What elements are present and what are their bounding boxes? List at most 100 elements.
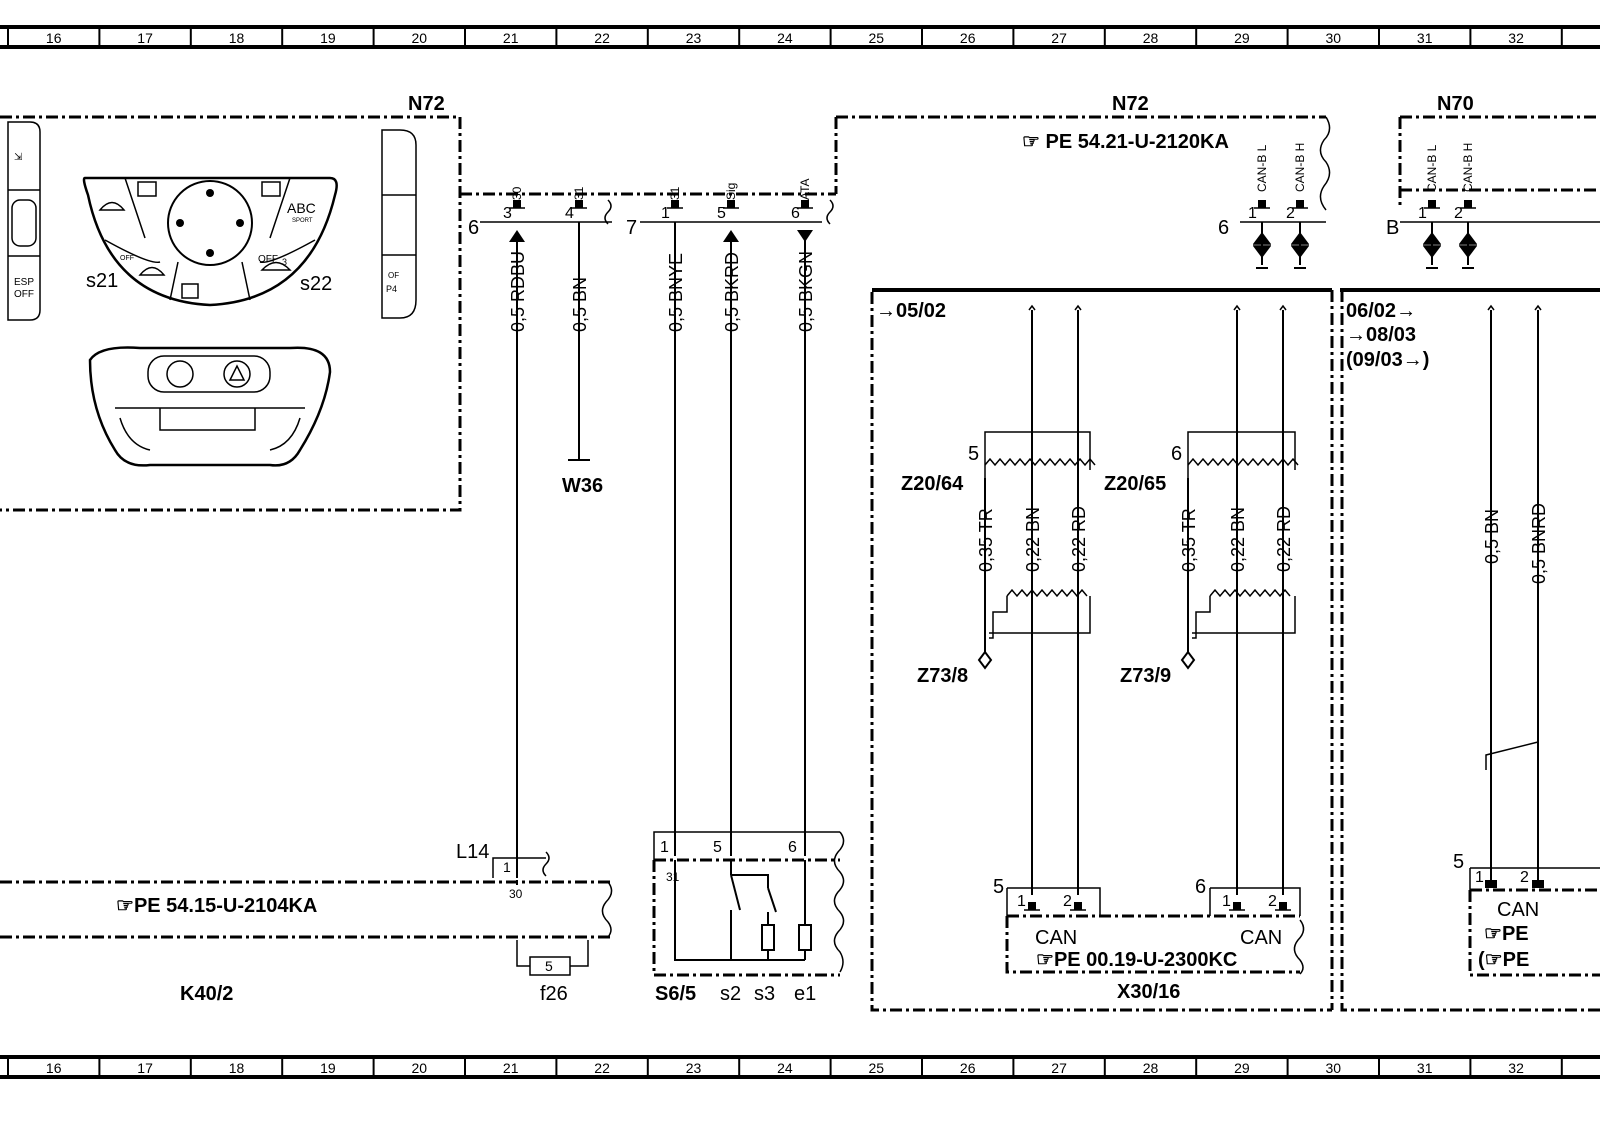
n70-bottom-pin1: 1 (1475, 869, 1484, 886)
s22-label: s22 (300, 273, 332, 295)
s6-pin5: 5 (713, 839, 722, 856)
bottom-ruler-number: 25 (869, 1060, 885, 1076)
n72-pin-signal: 31 (572, 186, 586, 200)
f26-label: f26 (540, 983, 568, 1005)
twisted-wire-label: 0,35 TR (1179, 508, 1199, 572)
twisted-wire-label: 0,22 BN (1228, 507, 1248, 572)
top-ruler-number: 30 (1326, 30, 1342, 46)
n72-pin: 330 (503, 186, 525, 242)
twisted-wire-label: 0,35 TR (976, 508, 996, 572)
n70-bottom-pin2: 2 (1520, 869, 1529, 886)
left-button-strip: ESP OFF ⇲ (7, 121, 41, 321)
car-icon (138, 266, 166, 276)
n70-can-pin-signal: CAN-B H (1461, 143, 1475, 192)
bottom-ruler-number: 28 (1143, 1060, 1159, 1076)
hazard-warning-button (223, 360, 251, 388)
sport-label: SPORT (292, 218, 313, 224)
k40-sig30: 30 (509, 887, 523, 901)
x30-pin: 1 (1017, 893, 1040, 911)
bottom-ruler-number: 21 (503, 1060, 519, 1076)
x30-can-right: CAN (1240, 927, 1282, 949)
x30-16-label: X30/16 (1117, 981, 1180, 1003)
bottom-ruler-number: 22 (594, 1060, 610, 1076)
pe-reference-2120: ☞ PE 54.21-U-2120KA (1022, 131, 1229, 153)
variant-label-09-03: (09/03→) (1346, 349, 1429, 371)
twisted-wire-label: 0,22 RD (1069, 506, 1089, 572)
pe-reference-2300: ☞PE 00.19-U-2300KC (1036, 949, 1237, 971)
n72-can-box (834, 115, 1331, 223)
x30-16-connector (1005, 887, 1305, 975)
n72-can-pin-signal: CAN-B H (1293, 143, 1307, 192)
center-dial (167, 180, 253, 266)
connector-group-6: 6 (468, 217, 479, 239)
n70-can-pin-number: 1 (1418, 205, 1427, 222)
bottom-ruler-number: 29 (1234, 1060, 1250, 1076)
interior-light-button (166, 360, 194, 388)
top-ruler-number: 22 (594, 30, 610, 46)
n70-title: N70 (1437, 93, 1474, 115)
variant-label-06-02: 06/02→ (1346, 300, 1416, 322)
n72-pin-number: 3 (503, 205, 512, 222)
w36-label: W36 (562, 475, 603, 497)
n72-wires (516, 222, 806, 878)
bottom-ruler-number: 31 (1417, 1060, 1433, 1076)
e1-label: e1 (794, 983, 816, 1005)
top-ruler-number: 19 (320, 30, 336, 46)
ground-point-label: Z73/9 (1120, 665, 1171, 687)
n72-wire-label: 0,5 BNYE (666, 253, 686, 332)
n72-pin-number: 4 (565, 205, 574, 222)
car-icon (260, 261, 292, 271)
off-label: OFF (258, 254, 278, 265)
n72-pin-signal: ATA (798, 178, 812, 200)
top-ruler-number: 25 (869, 30, 885, 46)
right-button-strip: OF P4 (381, 129, 417, 319)
top-ruler-number: 20 (412, 30, 428, 46)
k40-pin1: 1 (503, 859, 511, 875)
top-ruler-number: 18 (229, 30, 245, 46)
climate-control-panel: ABC SPORT OFF OFF 3 s21 s22 (82, 176, 338, 307)
variant-box-06-02 (1340, 288, 1600, 1012)
n70-pe-reference-2: (☞PE (1478, 949, 1529, 971)
p4-label: P4 (386, 284, 397, 294)
s6-5-switch-box (652, 831, 845, 977)
n72-wire-label: 0,5 BN (570, 277, 590, 332)
bottom-ruler-number: 16 (46, 1060, 62, 1076)
n72-wire-label: 0,5 BKGN (796, 251, 816, 332)
seat-icon (261, 181, 281, 197)
n72-pin-number: 5 (717, 205, 726, 222)
k40-2-box (0, 851, 613, 976)
x30-pin-number: 1 (1222, 893, 1231, 910)
n70-wires (1485, 304, 1542, 882)
connector-group-7: 7 (626, 217, 637, 239)
x30-pin-number: 1 (1017, 893, 1026, 910)
top-ruler-number: 31 (1417, 30, 1433, 46)
can-group-6: 6 (1218, 217, 1229, 239)
x30-pin-number: 2 (1063, 893, 1072, 910)
bottom-ruler-number: 26 (960, 1060, 976, 1076)
n70-wire-bn: 0,5 BN (1482, 509, 1502, 564)
bottom-ruler-number: 18 (229, 1060, 245, 1076)
twisted-wire-label: 0,22 BN (1023, 507, 1043, 572)
n70-wire-bnrd: 0,5 BNRD (1529, 503, 1549, 584)
top-ruler-number: 26 (960, 30, 976, 46)
n72-pin: 131 (661, 186, 683, 222)
n72-can-pin-number: 1 (1248, 205, 1257, 222)
of-label: OF (388, 271, 399, 280)
seat-icon (137, 181, 157, 197)
can-group-b: B (1386, 217, 1399, 239)
twisted-wire-label: 0,22 RD (1274, 506, 1294, 572)
s6-sig31: 31 (666, 870, 680, 884)
x30-pin: 2 (1063, 893, 1086, 911)
x30-group-6: 6 (1195, 876, 1206, 898)
pe-reference-2104: ☞PE 54.15-U-2104KA (116, 895, 317, 917)
s3-label: s3 (754, 983, 775, 1005)
bottom-ruler-number: 27 (1051, 1060, 1067, 1076)
